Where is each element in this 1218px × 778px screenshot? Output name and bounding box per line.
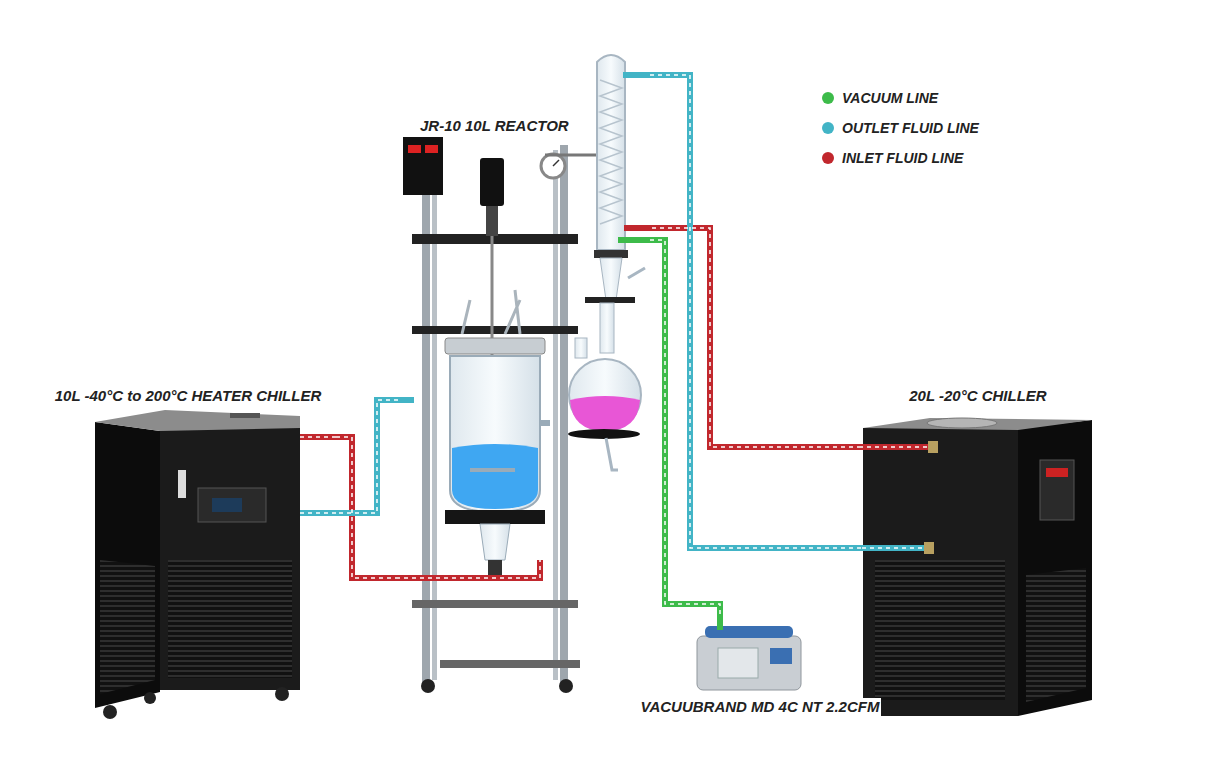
legend-text: INLET FLUID LINE <box>842 150 963 166</box>
equipment-label: 20L -20°C CHILLER <box>907 387 1048 405</box>
condenser-and-flask <box>568 55 645 470</box>
equipment-label: VACUUBRAND MD 4C NT 2.2CFM <box>639 698 882 716</box>
equipment-node: 10L -40°C to 200°C HEATER CHILLER <box>40 385 336 722</box>
equipment-node: VACUUBRAND MD 4C NT 2.2CFM <box>631 618 890 720</box>
fluid-line <box>336 400 398 513</box>
line-texture <box>650 240 720 618</box>
legend-swatch <box>822 92 834 104</box>
line-texture <box>336 400 398 513</box>
equipment-label: JR-10 10L REACTOR <box>418 117 571 135</box>
chiller-cabinet <box>863 418 1092 716</box>
legend-row: OUTLET FLUID LINE <box>822 113 979 143</box>
legend-swatch <box>822 122 834 134</box>
line-texture <box>336 437 398 578</box>
equipment-label: 10L -40°C to 200°C HEATER CHILLER <box>53 387 324 405</box>
legend-text: OUTLET FLUID LINE <box>842 120 979 136</box>
fluid-line <box>650 228 861 447</box>
line-texture <box>650 228 861 447</box>
equipment-node: JR-10 10L REACTOR <box>398 45 650 692</box>
line-texture <box>650 75 861 548</box>
fluid-line <box>650 75 861 548</box>
legend: VACUUM LINE OUTLET FLUID LINE INLET FLUID … <box>822 83 979 173</box>
glass-reactor <box>403 137 600 693</box>
heater-chiller-cabinet <box>95 410 300 719</box>
legend-row: INLET FLUID LINE <box>822 143 979 173</box>
equipment-node: 20L -20°C CHILLER <box>861 385 1095 722</box>
fluid-line <box>336 437 398 578</box>
vacuum-pump <box>697 626 801 690</box>
legend-text: VACUUM LINE <box>842 90 938 106</box>
legend-row: VACUUM LINE <box>822 83 979 113</box>
legend-swatch <box>822 152 834 164</box>
